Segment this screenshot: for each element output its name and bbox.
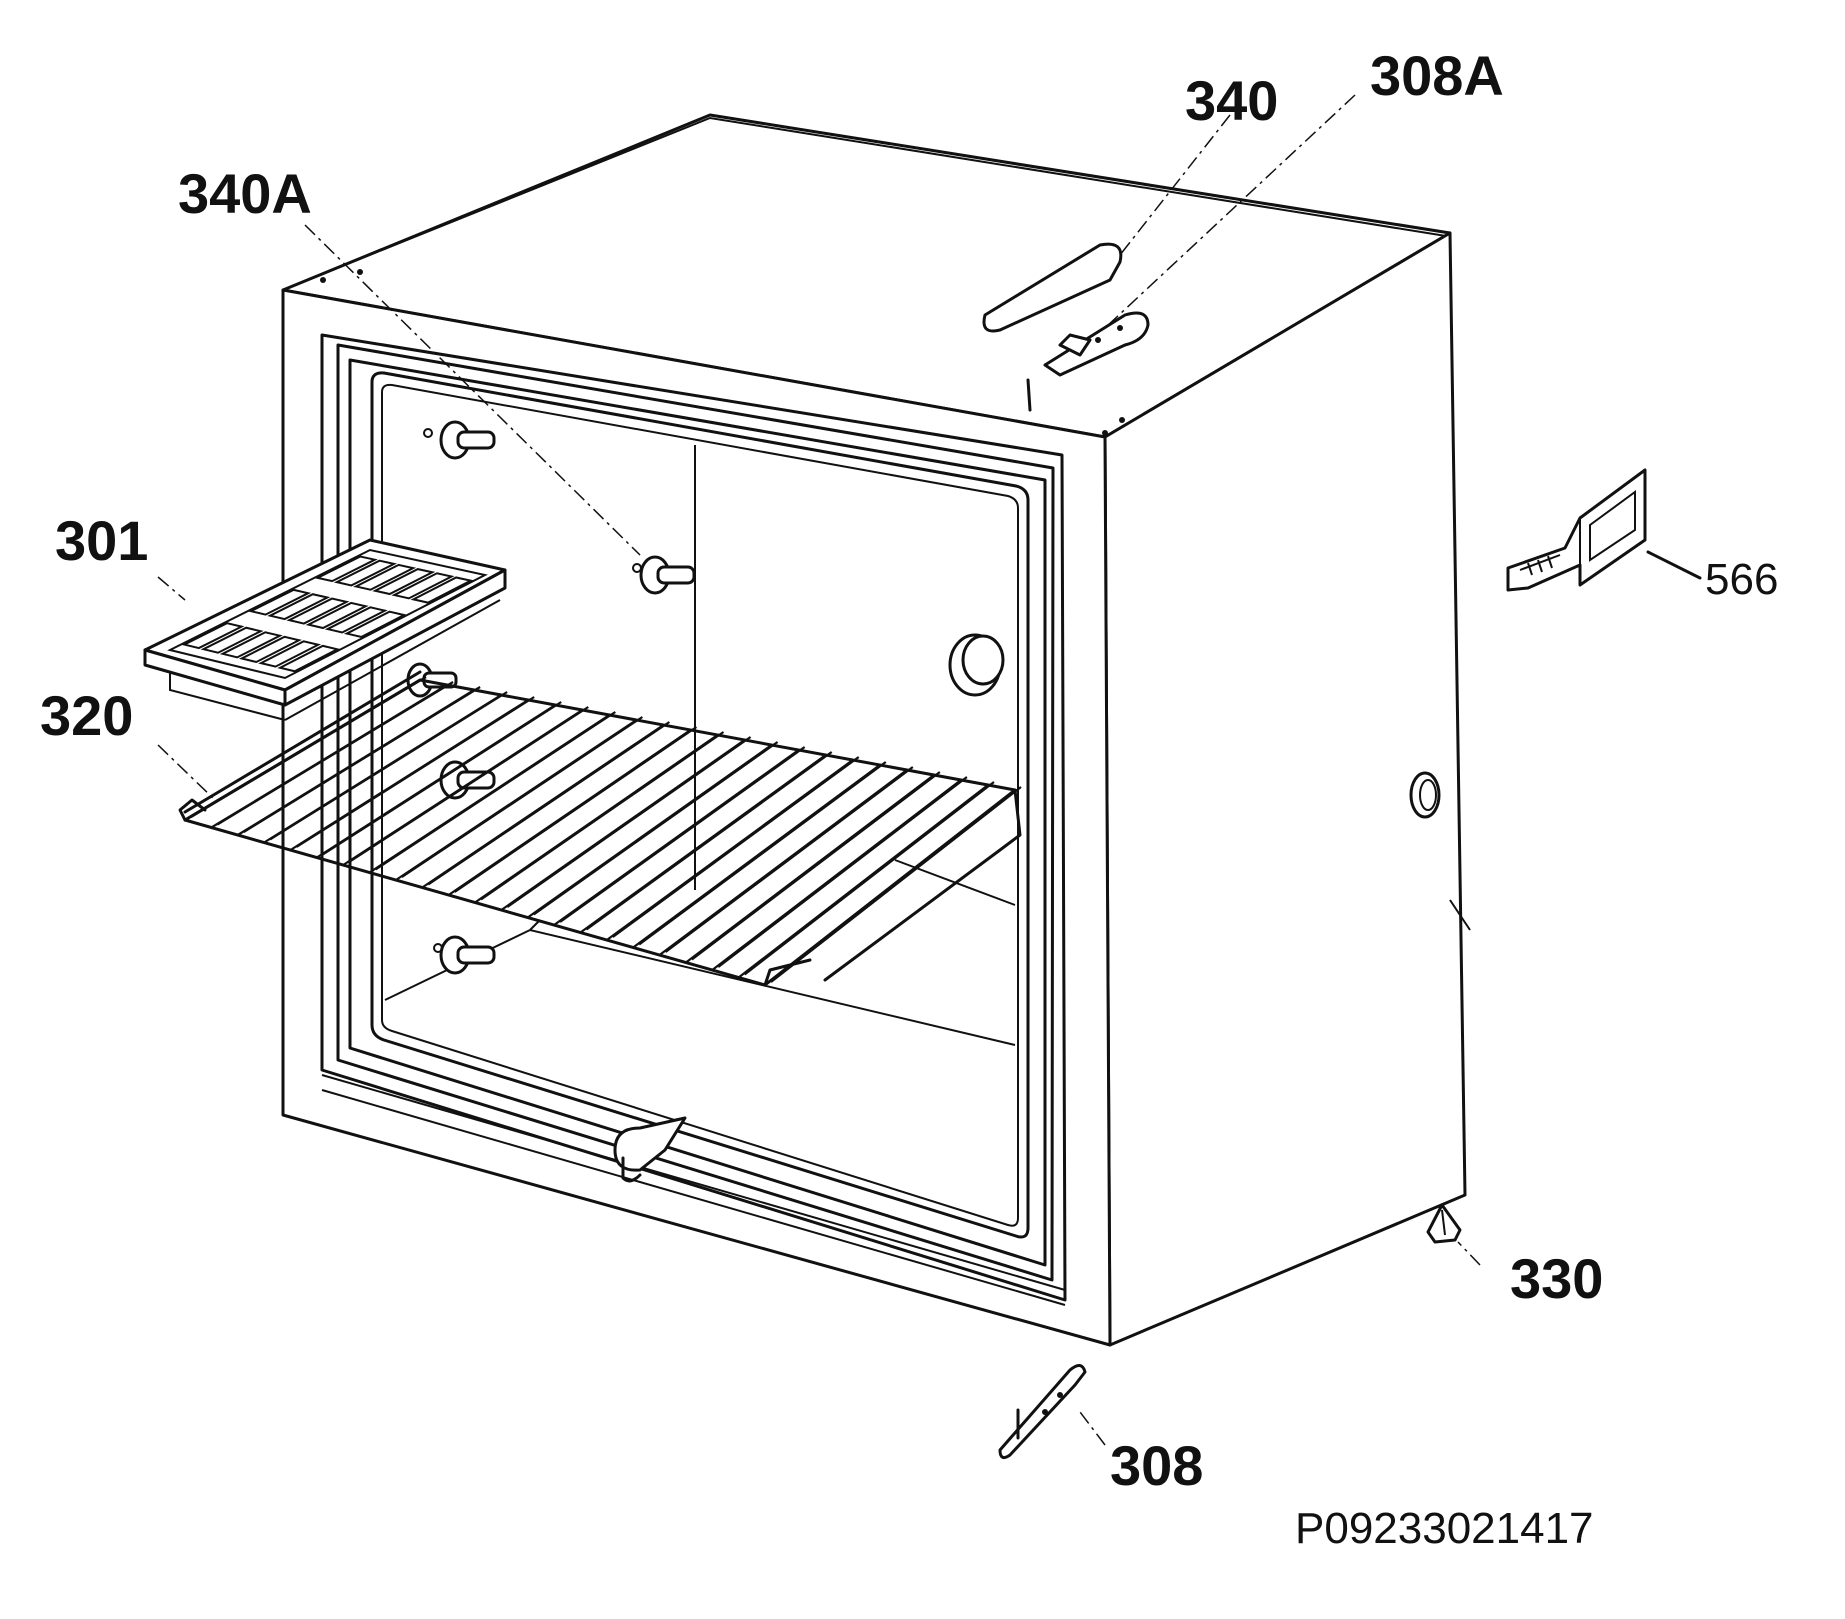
shelf-wire: [691, 771, 941, 961]
callout-labels: 301 320 340A 340 308A 566 330 308 P09233…: [40, 44, 1778, 1553]
wire-shelf: [178, 670, 1022, 987]
shelf-support-peg: [433, 935, 496, 975]
shelf-wire: [658, 769, 908, 956]
tray-cell: [286, 597, 350, 625]
shelf-wire: [664, 766, 914, 953]
callout-308a: 308A: [1370, 44, 1504, 107]
side-runner-clip: [1506, 468, 1647, 592]
tray-cell: [219, 631, 283, 659]
oven-cabinet: [281, 113, 1471, 1347]
shelf-wire: [764, 789, 1016, 986]
shelf-wire: [401, 716, 643, 878]
callout-320: 320: [40, 684, 133, 747]
shelf-wire: [717, 776, 968, 968]
shelf-support-peg: [406, 662, 458, 698]
shelf-wire: [269, 691, 508, 841]
shelf-wire: [216, 681, 454, 826]
callout-301: 301: [55, 509, 148, 572]
shelf-wire: [638, 761, 887, 946]
tray-cell: [343, 610, 407, 639]
callout-340: 340: [1185, 69, 1278, 132]
shelf-wire: [454, 726, 698, 893]
shelf-wire: [585, 751, 833, 931]
oven-lamp: [948, 633, 1005, 697]
door-catch: [613, 1116, 687, 1183]
shelf-wire: [322, 701, 562, 856]
tray-cell: [353, 563, 417, 591]
shelf-wire: [427, 721, 671, 886]
tray-cell: [258, 640, 322, 668]
shelf-wire: [612, 756, 860, 938]
callout-340a: 340A: [178, 162, 312, 225]
shelf-wire: [711, 779, 962, 971]
tray-cell: [333, 559, 397, 587]
hinge-latch: [982, 242, 1123, 333]
tray-cell: [277, 644, 341, 673]
tray-cell: [305, 601, 369, 630]
shelf-wire: [374, 711, 616, 871]
shelf-wire: [295, 696, 535, 848]
shelf-wire: [559, 746, 806, 923]
tray-cell: [314, 555, 378, 583]
callout-330: 330: [1510, 1247, 1603, 1310]
tray-cell: [391, 572, 455, 600]
shelf-wire: [243, 686, 481, 833]
tray-cell: [410, 576, 474, 604]
shelf-support-peg: [423, 420, 496, 460]
shelf-wire: [770, 786, 1022, 983]
callout-566: 566: [1705, 555, 1778, 604]
shelf-wire: [348, 706, 589, 863]
tray-cell: [200, 626, 264, 654]
shelf-tray-accessory: [143, 538, 507, 721]
shelf-wire: [190, 676, 427, 818]
shelf-support-peg: [632, 555, 696, 595]
tray-cell: [181, 622, 245, 650]
tray-cell: [372, 568, 436, 596]
diagram-reference-code: P09233021417: [1295, 1504, 1594, 1553]
tray-cell: [248, 588, 312, 616]
leader-lines: [157, 94, 1702, 1446]
shelf-wire: [506, 736, 752, 908]
shelf-wire: [533, 741, 779, 916]
door-hinge-lower: [998, 1364, 1087, 1460]
cabinet-foot: [1426, 1203, 1462, 1244]
tray-cell: [324, 606, 388, 634]
hinge-upper-part: [1026, 311, 1150, 412]
shelf-wire: [480, 731, 725, 901]
shelf-wire: [737, 784, 989, 979]
shelf-wire: [632, 764, 881, 949]
shelf-wire: [743, 781, 995, 976]
tray-cell: [267, 593, 331, 621]
oven-cavity-interior: [384, 420, 1016, 1046]
tray-cell: [238, 635, 302, 664]
callout-308: 308: [1110, 1434, 1203, 1497]
shelf-wire: [685, 774, 935, 964]
shelf-wire: [606, 759, 854, 941]
